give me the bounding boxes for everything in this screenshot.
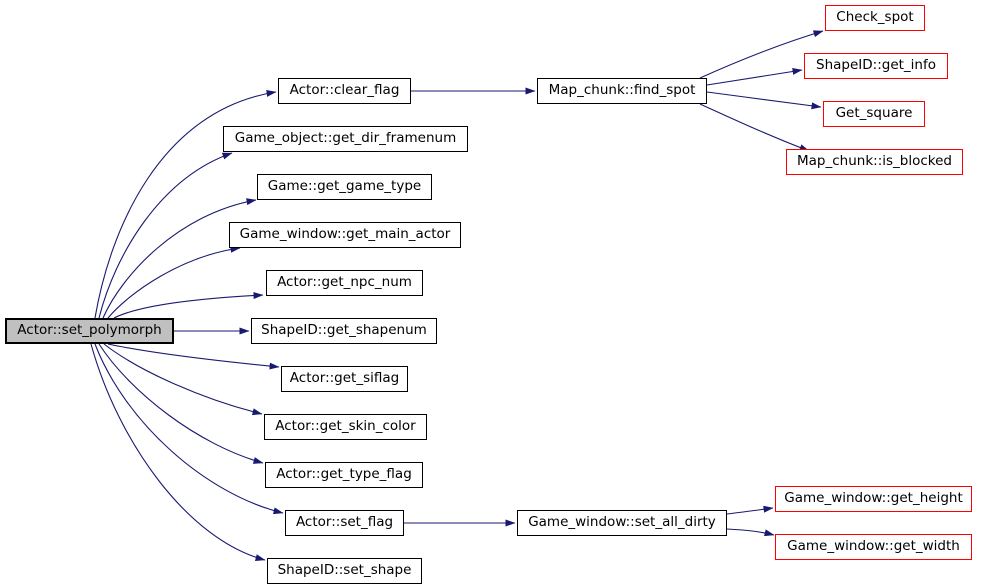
edge-set_polymorph-get_skin_color (103, 343, 263, 416)
node-label: ShapeID::set_shape (277, 562, 412, 579)
node-label: Actor::get_skin_color (275, 418, 416, 435)
edge-find_spot-is_blocked (699, 103, 810, 152)
node-is_blocked[interactable]: Map_chunk::is_blocked (786, 149, 963, 175)
node-label: Actor::set_flag (295, 514, 394, 531)
edge-set_polymorph-get_siflag (107, 343, 280, 370)
edge-set_polymorph-get_type_flag (98, 343, 264, 464)
node-get_width[interactable]: Game_window::get_width (775, 534, 972, 560)
node-set_flag[interactable]: Actor::set_flag (285, 510, 404, 536)
node-get_npc_num[interactable]: Actor::get_npc_num (266, 270, 423, 296)
node-set_polymorph[interactable]: Actor::set_polymorph (5, 318, 174, 344)
node-get_skin_color[interactable]: Actor::get_skin_color (264, 414, 427, 440)
node-label: Actor::get_type_flag (276, 466, 412, 483)
node-label: Game_window::set_all_dirty (528, 514, 716, 531)
edge-set_polymorph-set_flag (94, 343, 284, 515)
node-label: Actor::clear_flag (289, 82, 400, 99)
edge-set_polymorph-get_dir_framenum (98, 152, 233, 319)
node-set_shape[interactable]: ShapeID::set_shape (267, 558, 422, 584)
node-label: Game::get_game_type (267, 178, 422, 195)
edge-set_polymorph-set_shape (90, 343, 266, 561)
node-get_info[interactable]: ShapeID::get_info (804, 53, 948, 79)
node-get_shapenum[interactable]: ShapeID::get_shapenum (251, 318, 437, 344)
node-label: ShapeID::get_shapenum (261, 322, 427, 339)
node-label: Map_chunk::find_spot (548, 82, 696, 99)
edge-set_polymorph-get_main_actor (107, 245, 241, 319)
edge-set_polymorph-get_game_type (102, 198, 257, 319)
edge-find_spot-check_spot (699, 30, 824, 79)
edge-find_spot-get_info (706, 68, 803, 86)
node-label: Check_spot (836, 9, 914, 26)
node-find_spot[interactable]: Map_chunk::find_spot (537, 78, 707, 104)
node-get_square[interactable]: Get_square (823, 101, 925, 127)
node-label: ShapeID::get_info (816, 57, 936, 74)
edge-set_all_dirty-get_width (726, 528, 775, 537)
node-get_type_flag[interactable]: Actor::get_type_flag (265, 462, 423, 488)
edge-set_all_dirty-get_height (726, 505, 774, 515)
node-label: Game_window::get_width (787, 538, 960, 555)
node-label: Actor::get_npc_num (277, 274, 412, 291)
node-check_spot[interactable]: Check_spot (825, 5, 925, 31)
edge-set_polymorph-get_npc_num (113, 291, 264, 319)
node-label: Get_square (835, 105, 913, 122)
node-label: Map_chunk::is_blocked (797, 153, 952, 170)
node-get_main_actor[interactable]: Game_window::get_main_actor (229, 222, 461, 248)
node-label: Actor::set_polymorph (17, 322, 162, 339)
node-set_all_dirty[interactable]: Game_window::set_all_dirty (517, 510, 727, 536)
node-label: Game_window::get_main_actor (239, 226, 451, 243)
edge-set_polymorph-clear_flag (94, 90, 277, 319)
node-label: Game_object::get_dir_framenum (234, 130, 457, 147)
node-label: Game_window::get_height (784, 490, 963, 507)
node-get_siflag[interactable]: Actor::get_siflag (281, 366, 408, 392)
node-clear_flag[interactable]: Actor::clear_flag (278, 78, 411, 104)
node-label: Actor::get_siflag (289, 370, 400, 387)
edge-find_spot-get_square (706, 91, 822, 110)
node-get_height[interactable]: Game_window::get_height (775, 486, 972, 512)
node-get_game_type[interactable]: Game::get_game_type (257, 174, 432, 200)
node-get_dir_framenum[interactable]: Game_object::get_dir_framenum (223, 126, 468, 152)
